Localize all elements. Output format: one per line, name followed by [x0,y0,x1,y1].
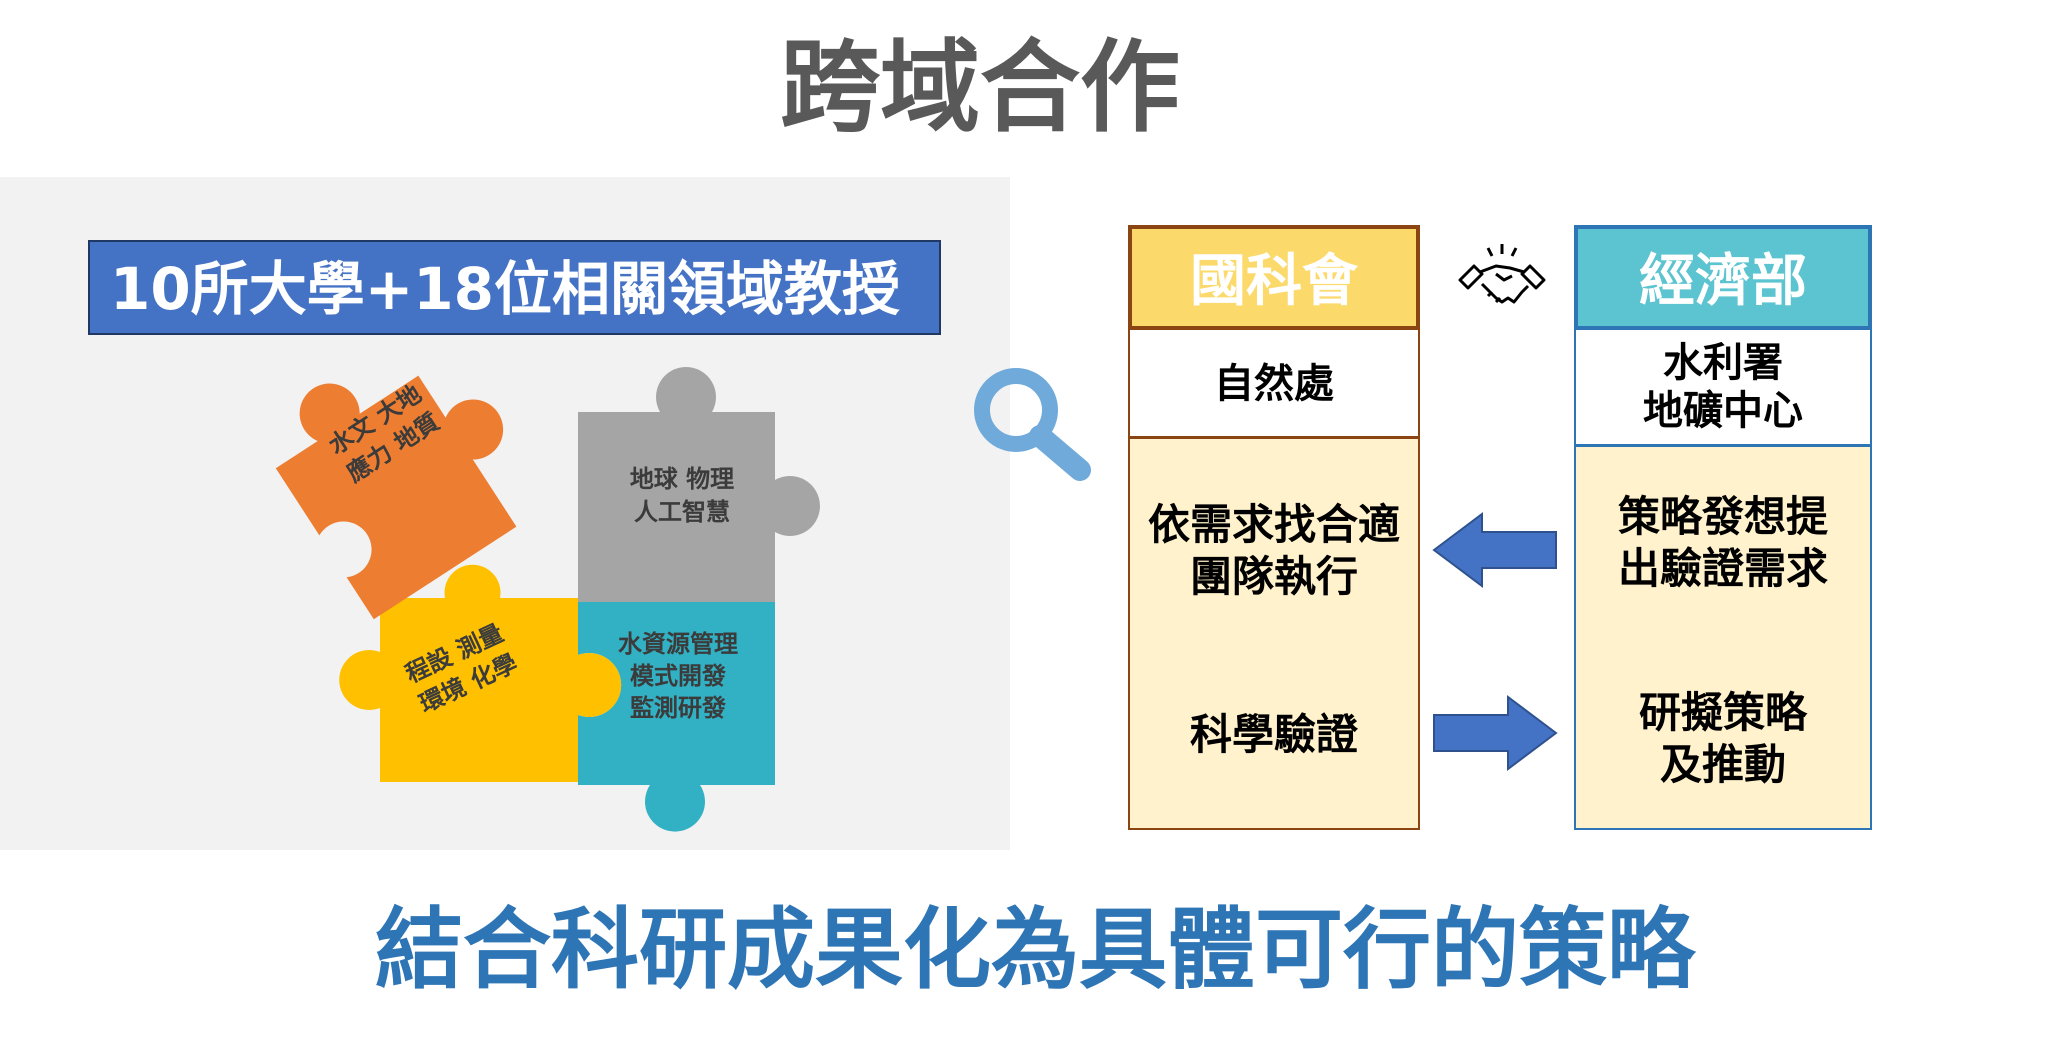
puzzle-piece-teal [578,602,775,832]
moea-task2-line1: 研擬策略 [1638,688,1807,737]
nsc-unit: 自然處 [1128,330,1420,438]
moea-heading: 經濟部 [1574,225,1872,330]
puzzle-piece-yellow [339,564,622,782]
moea-task2: 研擬策略 及推動 [1576,687,1870,791]
moea-task2-line2: 及推動 [1659,740,1786,789]
moea-task1-line2: 出驗證需求 [1617,544,1828,593]
nsc-task2: 科學驗證 [1189,710,1358,759]
puzzle-text-gray-2: 人工智慧 [634,497,730,526]
magnifier-icon [974,368,1091,481]
moea-units: 水利署 地礦中心 [1574,330,1872,446]
puzzle-text-teal-2: 模式開發 [630,661,726,690]
handshake-icon [1458,244,1546,304]
team-banner: 10所大學+18位相關領域教授 [88,240,941,335]
puzzle-piece-orange [275,375,517,620]
puzzle-graphic: 水文 大地 應力 地質 地球 物理 人工智慧 程設 測量 環境 化學 水資源管理… [275,367,1091,832]
nsc-task1-line1: 依需求找合適 [1147,500,1400,549]
nsc-task1-line2: 團隊執行 [1189,552,1358,601]
arrow-left-icon [1432,512,1557,588]
moea-task1: 策略發想提 出驗證需求 [1576,491,1870,595]
nsc-body: 依需求找合適 團隊執行 科學驗證 [1128,438,1420,830]
puzzle-text-gray-1: 地球 物理 [630,464,734,493]
moea-task1-line1: 策略發想提 [1617,492,1828,541]
nsc-task1: 依需求找合適 團隊執行 [1130,499,1418,603]
nsc-heading: 國科會 [1128,225,1420,330]
moea-body: 策略發想提 出驗證需求 研擬策略 及推動 [1574,446,1872,830]
arrow-right-icon [1433,695,1558,771]
conclusion-title: 結合科研成果化為具體可行的策略 [374,898,1695,1001]
moea-unit-2: 地礦中心 [1643,388,1803,434]
puzzle-text-teal-1: 水資源管理 [618,629,738,658]
puzzle-text-teal-3: 監測研發 [630,693,726,722]
puzzle-piece-gray [578,367,820,602]
page-title: 跨域合作 [780,29,1180,146]
moea-unit-1: 水利署 [1663,340,1783,386]
